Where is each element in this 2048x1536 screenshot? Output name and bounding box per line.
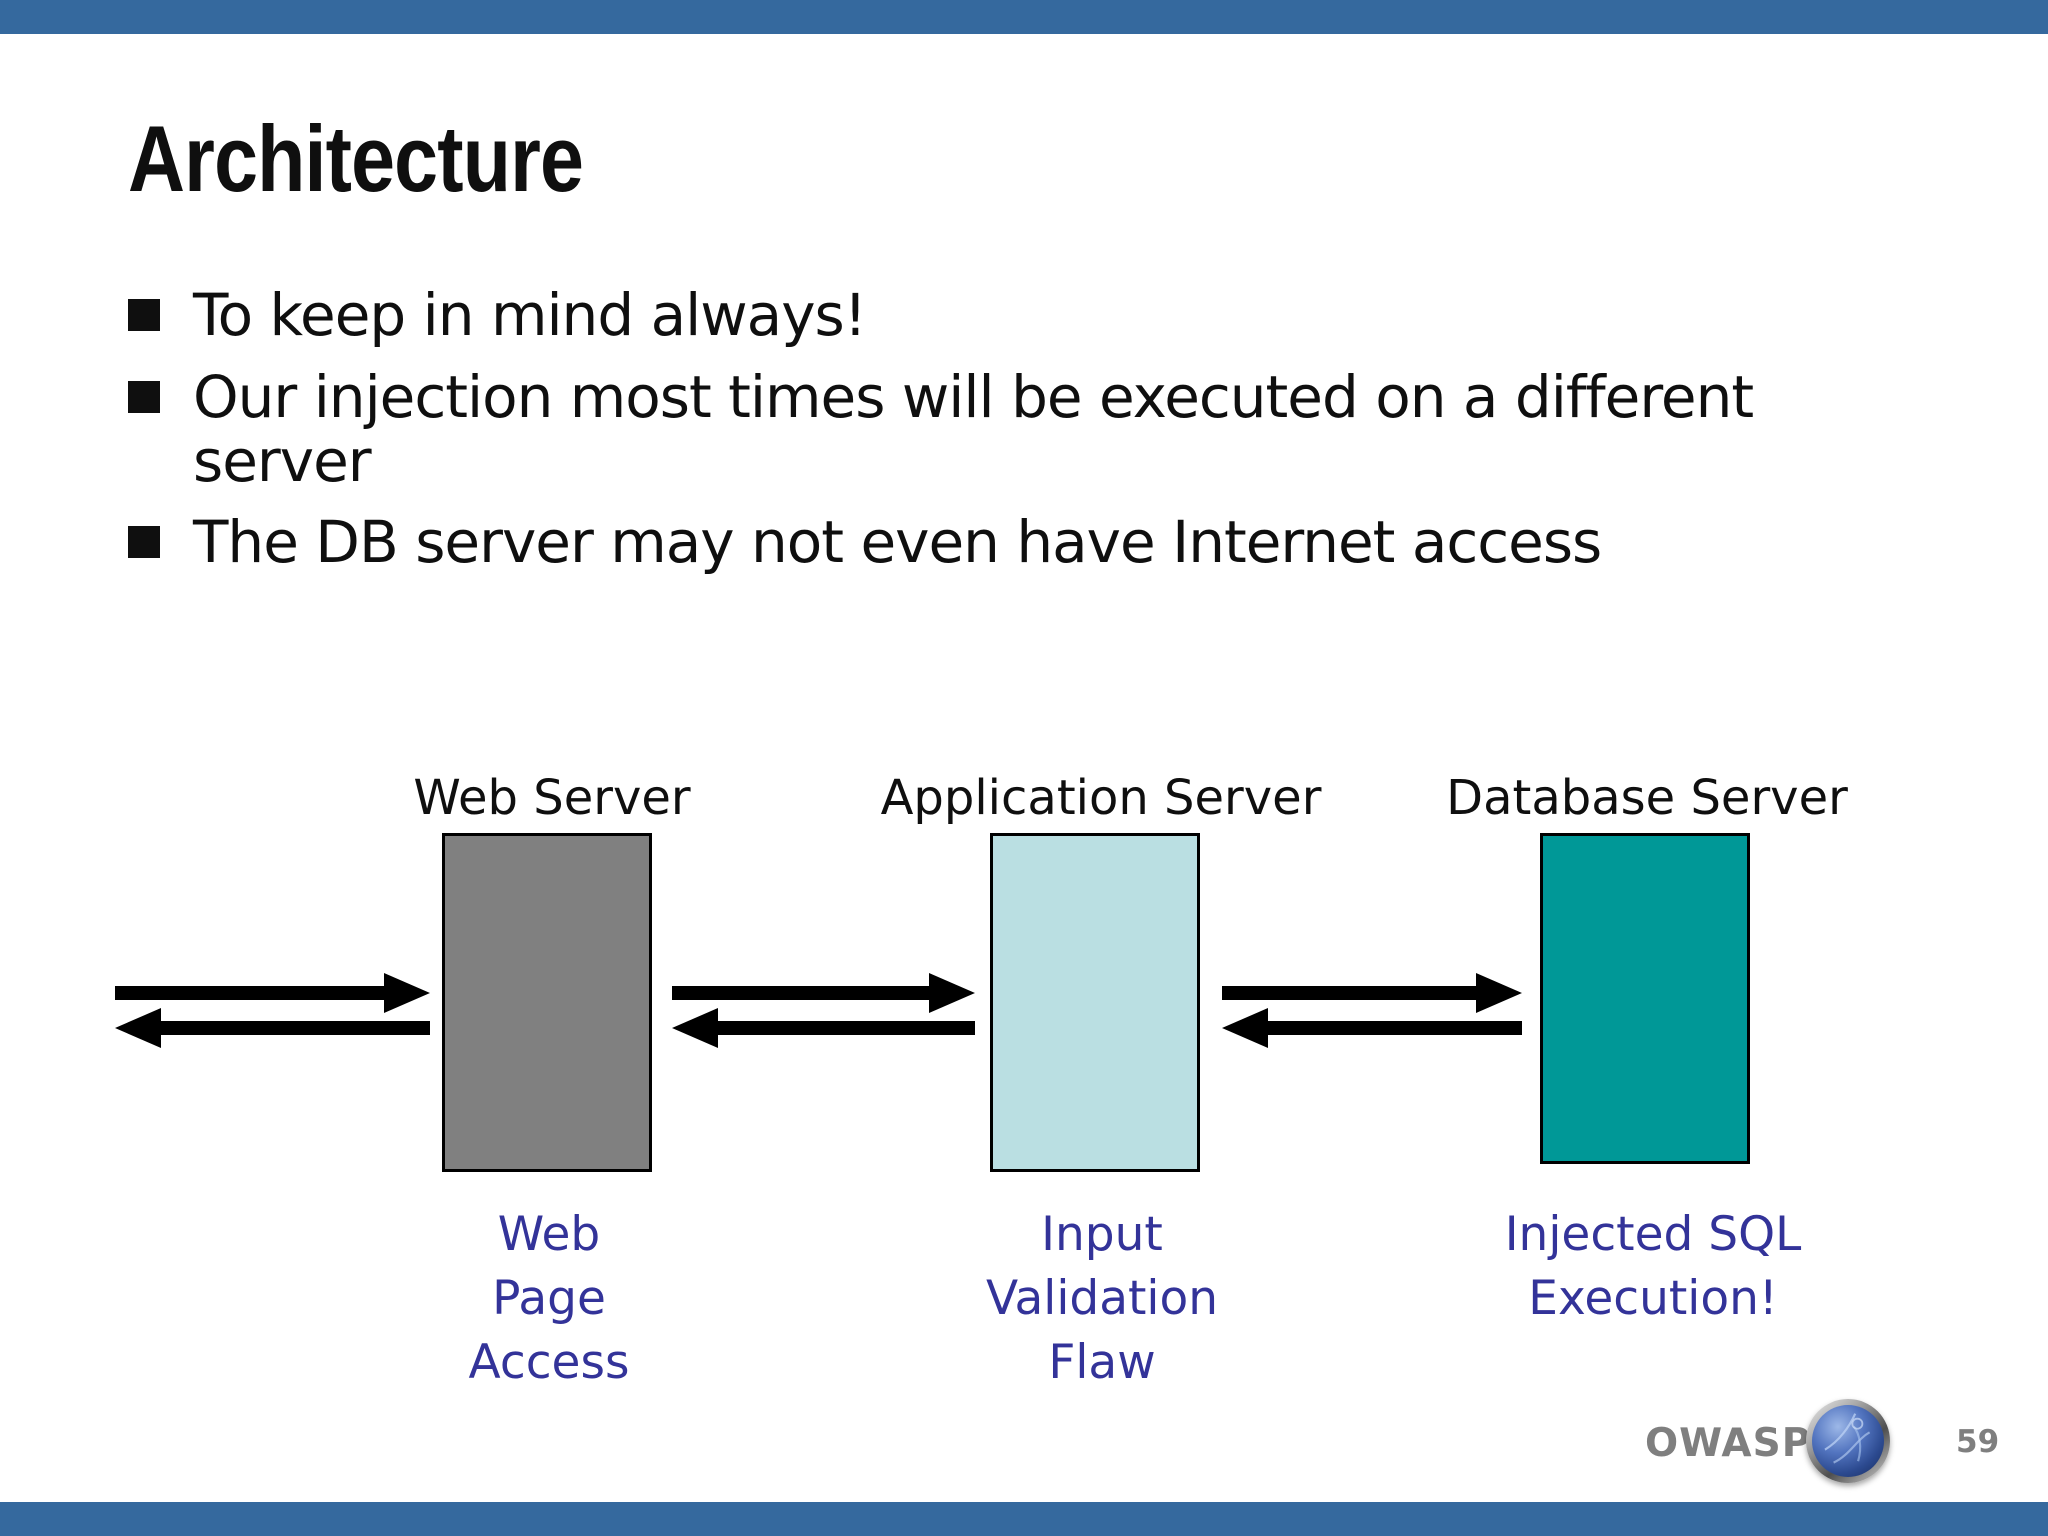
application-server-label: Application Server (880, 770, 1322, 826)
arrow-shaft (714, 1021, 975, 1035)
top-bar (0, 0, 2048, 34)
database-server-caption: Injected SQL Execution! (1504, 1207, 1802, 1326)
arrow-shaft (1222, 986, 1480, 1000)
page-number: 59 (1956, 1424, 2000, 1460)
arrow-shaft (157, 1021, 430, 1035)
application-server-box (990, 833, 1200, 1172)
database-server-label: Database Server (1446, 770, 1848, 826)
bottom-bar (0, 1502, 2048, 1536)
bullet-text: Our injection most times will be execute… (193, 362, 1754, 495)
bullet-text: To keep in mind always! (193, 281, 867, 349)
arrow-head (929, 973, 975, 1013)
web-server-caption: Web Page Access (468, 1207, 630, 1390)
arrow-head (1476, 973, 1522, 1013)
bullet-item: The DB server may not even have Internet… (128, 511, 1828, 575)
arrow-shaft (115, 986, 388, 1000)
bullet-text: The DB server may not even have Internet… (193, 508, 1602, 577)
web-server-label: Web Server (413, 770, 691, 826)
arrow-shaft (1264, 1021, 1522, 1035)
bullet-list: To keep in mind always! Our injection mo… (128, 281, 1828, 593)
bullet-square-icon (128, 526, 160, 559)
arrow-left-icon (115, 1008, 430, 1048)
arrow-left-icon (672, 1008, 975, 1048)
bullet-square-icon (128, 380, 160, 413)
arrow-right-icon (115, 973, 430, 1013)
arrow-shaft (672, 986, 933, 1000)
bullet-square-icon (128, 299, 160, 331)
arrow-right-icon (1222, 973, 1522, 1013)
arrow-head (384, 973, 430, 1013)
arrow-left-icon (1222, 1008, 1522, 1048)
bullet-item: Our injection most times will be execute… (128, 362, 1828, 495)
owasp-brand-label: OWASP (1645, 1421, 1812, 1466)
owasp-logo-icon (1806, 1399, 1890, 1483)
database-server-box (1540, 833, 1750, 1164)
application-server-caption: Input Validation Flaw (985, 1207, 1219, 1390)
owasp-logo-sphere (1812, 1405, 1884, 1477)
web-server-box (442, 833, 652, 1172)
arrow-head (115, 1008, 161, 1048)
page-title: Architecture (128, 106, 584, 211)
arrow-head (1222, 1008, 1268, 1048)
arrow-head (672, 1008, 718, 1048)
bullet-item: To keep in mind always! (128, 281, 1828, 349)
owasp-logo-swirl (1824, 1413, 1871, 1464)
arrow-right-icon (672, 973, 975, 1013)
